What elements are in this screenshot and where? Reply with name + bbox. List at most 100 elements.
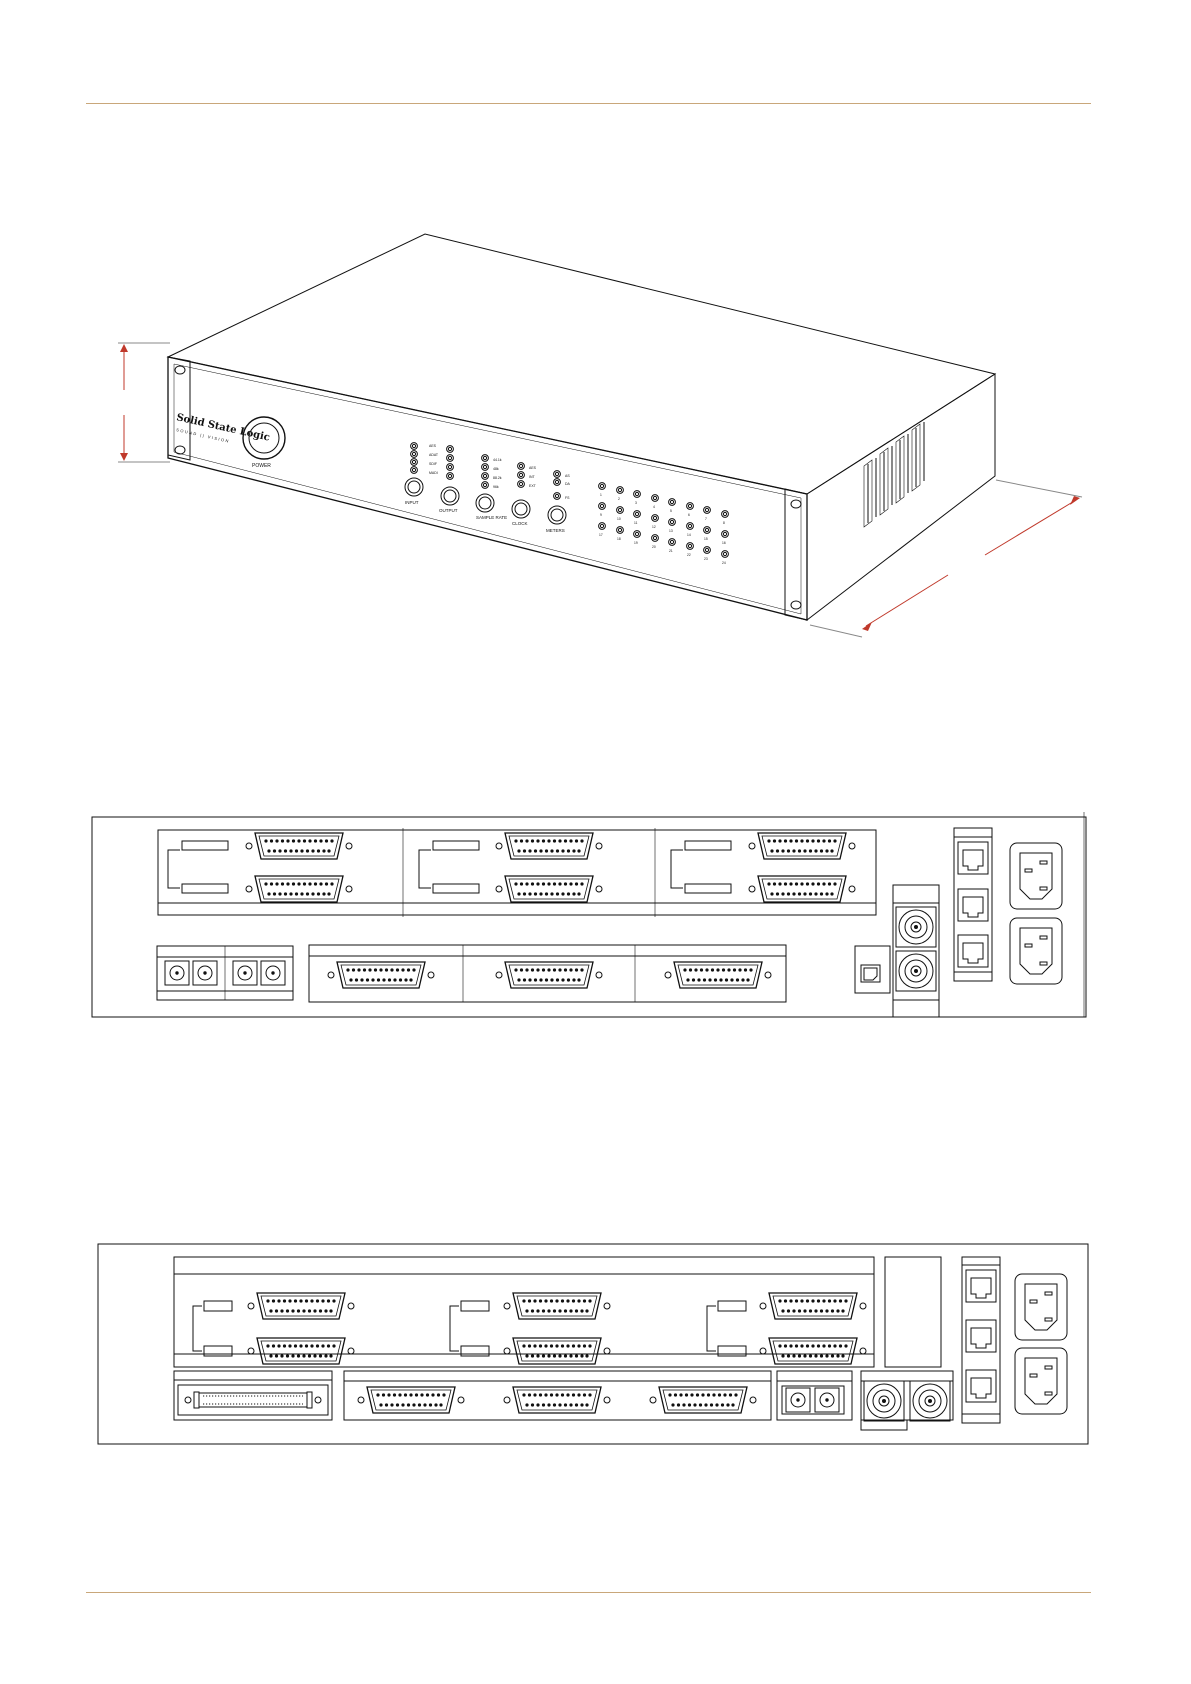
blank-plate [885,1257,941,1367]
svg-text:8: 8 [723,521,725,525]
dsub-card-bottom [309,945,786,1002]
svg-text:44.1k: 44.1k [493,458,502,462]
optical-port-block [157,946,293,1000]
rj45-port [958,842,988,874]
dsub-card-bottom [344,1371,771,1420]
sample-rate-label: SAMPLE RATE [476,515,507,520]
dsub-connector [504,1293,610,1319]
optical-port [261,961,285,985]
svg-text:21: 21 [669,549,673,553]
input-output-leds: AES ADAT SDIF MADI [411,443,454,480]
svg-text:FS: FS [565,496,570,500]
svg-text:96k: 96k [493,485,499,489]
rj45-port [966,1320,996,1352]
svg-text:19: 19 [634,541,638,545]
optical-port [233,961,257,985]
input-button[interactable] [405,478,423,496]
dimension-lines [118,343,1082,637]
sample-rate-leds: 44.1k 48k 88.2k 96k [482,455,502,489]
svg-text:EXT: EXT [529,484,537,488]
dsub-connector [749,876,855,902]
iec-power-inlet [1010,843,1062,909]
iec-power-inlet [1015,1348,1067,1414]
rj45-port [958,889,988,921]
clock-label: CLOCK [512,521,528,526]
dsub-connector [496,833,602,859]
dsub-connector [760,1293,866,1319]
rear-panel-a [92,812,1086,1017]
meter-leds: AS DA FS [554,471,571,500]
high-density-connector [174,1371,332,1420]
dsub-connector [665,962,771,988]
input-label: INPUT [405,500,419,505]
dsub-connector [248,1338,354,1364]
front-panel-controls: Solid State Logic SOUND || VISION POWER … [175,412,728,565]
dsub-connector [504,1338,610,1364]
iec-power-inlet [1010,918,1062,984]
rj45-block [954,828,992,981]
dsub-connector [248,1293,354,1319]
iec-power-inlet [1015,1274,1067,1340]
svg-text:13: 13 [669,529,673,533]
svg-text:AS: AS [565,474,570,478]
clock-button[interactable] [512,500,530,518]
svg-text:MADI: MADI [429,471,438,475]
dsub-card-top [174,1257,874,1367]
meters-label: METERS [546,528,565,533]
svg-text:INT: INT [529,475,536,479]
svg-text:22: 22 [687,553,691,557]
dsub-card-top [158,828,876,917]
sample-rate-button[interactable] [476,494,494,512]
bnc-block [893,885,939,1017]
unit-isometric-view [168,234,995,620]
bnc-block [861,1371,953,1430]
svg-text:7: 7 [705,517,707,521]
svg-text:14: 14 [687,533,691,537]
optical-port [193,961,217,985]
bnc-connector [896,951,936,991]
dsub-connector [246,876,352,902]
svg-text:6: 6 [688,513,690,517]
dsub-connector [496,876,602,902]
svg-text:5: 5 [670,509,672,513]
svg-text:88.2k: 88.2k [493,476,502,480]
svg-text:DA: DA [565,482,571,486]
dsub-connector [760,1338,866,1364]
dsub-connector [328,962,434,988]
svg-text:20: 20 [652,545,656,549]
bnc-connector [896,907,936,947]
svg-text:12: 12 [652,525,656,529]
svg-text:16: 16 [722,541,726,545]
output-label: OUTPUT [439,508,458,513]
svg-text:SDIF: SDIF [429,462,437,466]
rj45-port [958,935,988,967]
bnc-connector [910,1381,950,1421]
svg-text:24: 24 [722,561,726,565]
svg-text:4: 4 [653,505,655,509]
meters-button[interactable] [548,506,566,524]
svg-text:AES: AES [529,466,537,470]
svg-text:1: 1 [600,493,602,497]
power-label: POWER [252,463,271,469]
svg-text:23: 23 [704,557,708,561]
clock-leds: AES INT EXT [518,463,537,488]
bnc-connector [864,1381,904,1421]
dsub-connector [504,1387,610,1413]
svg-text:17: 17 [599,533,603,537]
dsub-connector [246,833,352,859]
svg-text:11: 11 [634,521,638,525]
dsub-connector [749,833,855,859]
optical-port [815,1388,839,1412]
svg-text:15: 15 [704,537,708,541]
rj45-port [966,1370,996,1402]
svg-text:9: 9 [600,513,602,517]
rj45-block [962,1257,1000,1423]
svg-text:10: 10 [617,517,621,521]
output-button[interactable] [441,487,459,505]
channel-led-grid: 1 2 3 4 5 6 7 8 9 10 11 12 13 14 15 16 1… [599,483,729,565]
optical-port [786,1388,810,1412]
svg-text:AES: AES [429,444,437,448]
svg-text:ADAT: ADAT [429,453,439,457]
svg-text:48k: 48k [493,467,499,471]
